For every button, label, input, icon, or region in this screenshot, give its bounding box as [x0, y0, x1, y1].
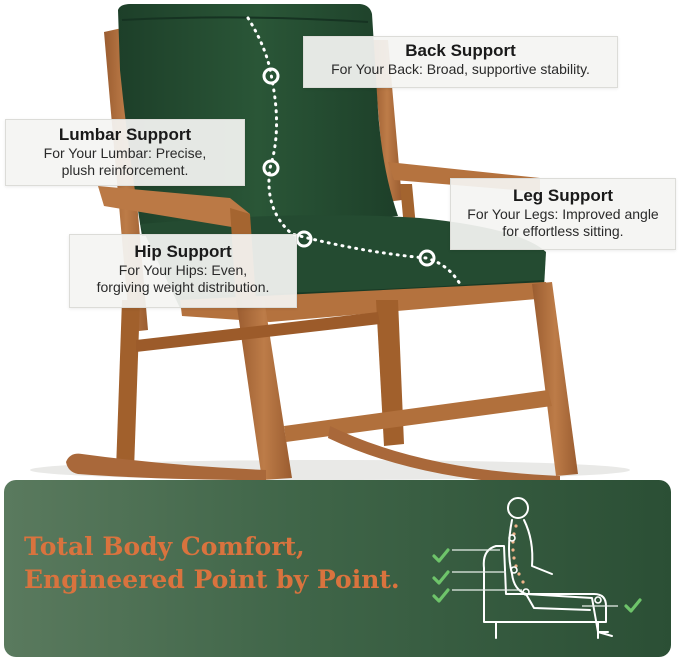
marker-leg [418, 249, 436, 267]
callout-description: For Your Legs: Improved angle [467, 206, 659, 222]
check-icon [624, 598, 642, 613]
callout-lumbar-support: Lumbar Support For Your Lumbar: Precise,… [5, 119, 245, 186]
tagline-line-2: Engineered Point by Point. [24, 565, 400, 594]
front-leg-right [532, 282, 578, 476]
callout-leg-support: Leg Support For Your Legs: Improved angl… [450, 178, 676, 250]
seat-frame [180, 282, 548, 322]
rocker-left [66, 453, 266, 480]
tagline-line-1: Total Body Comfort, [24, 532, 305, 561]
back-leg-left [116, 300, 140, 470]
callout-description: for effortless sitting. [502, 223, 624, 239]
back-cushion-seam [121, 16, 369, 23]
marker-back [262, 67, 280, 85]
stretcher-side [284, 390, 552, 442]
armrest-left [98, 186, 250, 230]
support-dotted-line [246, 16, 462, 286]
check-icon [432, 570, 450, 585]
callout-description: plush reinforcement. [61, 162, 189, 178]
callout-title: Hip Support [134, 242, 232, 261]
callout-title: Leg Support [512, 186, 614, 205]
callout-description: For Your Back: Broad, supportive stabili… [331, 61, 590, 77]
callout-title: Lumbar Support [58, 125, 192, 144]
check-icon [432, 548, 450, 563]
callout-hip-support: Hip Support For Your Hips: Even, forgivi… [69, 234, 297, 308]
comfort-banner: Total Body Comfort, Engineered Point by … [4, 480, 671, 657]
callout-back-support: Back Support For Your Back: Broad, suppo… [303, 36, 618, 88]
callout-description: forgiving weight distribution. [96, 279, 270, 295]
callout-description: For Your Hips: Even, [118, 262, 248, 278]
marker-hip [295, 230, 313, 248]
back-leg-right [376, 300, 404, 446]
front-leg-left [236, 298, 292, 480]
check-icon [432, 588, 450, 603]
marker-lumbar [262, 159, 280, 177]
callout-title: Back Support [405, 41, 516, 60]
callout-description: For Your Lumbar: Precise, [43, 145, 207, 161]
banner-tagline: Total Body Comfort, Engineered Point by … [24, 530, 444, 596]
stretcher-back [136, 312, 380, 352]
seated-person-icon [432, 497, 642, 639]
